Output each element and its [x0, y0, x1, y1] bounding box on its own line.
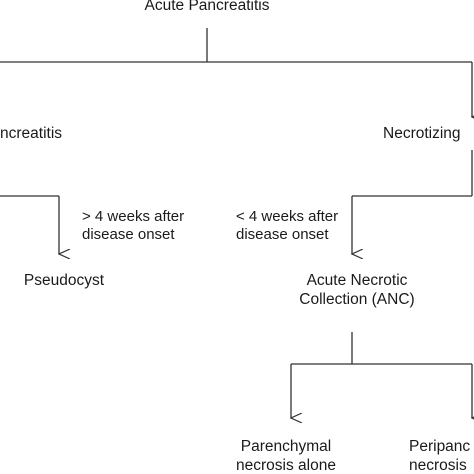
node-interstitial-pancreatitis: ncreatitis — [0, 124, 62, 143]
node-anc-line1: Acute Necrotic — [306, 272, 408, 289]
node-interstitial-label: ncreatitis — [0, 125, 63, 142]
edge-label-after-4-weeks: > 4 weeks after disease onset — [82, 208, 184, 244]
node-peripancreatic-line2: necrosis — [409, 457, 467, 474]
node-pseudocyst: Pseudocyst — [4, 271, 124, 290]
edge-label-after-line2: disease onset — [82, 226, 175, 243]
node-peripancreatic-necrosis: Peripanc necrosis — [409, 437, 470, 474]
node-parenchymal-line1: Parenchymal — [240, 438, 332, 455]
edge-label-before-line2: disease onset — [236, 226, 329, 243]
node-pseudocyst-label: Pseudocyst — [23, 272, 105, 289]
node-peripancreatic-line1: Peripanc — [409, 438, 471, 455]
node-acute-pancreatitis: Acute Pancreatitis — [107, 0, 307, 15]
node-acute-pancreatitis-label: Acute Pancreatitis — [144, 0, 270, 14]
edge-label-before-4-weeks: < 4 weeks after disease onset — [236, 208, 338, 244]
edge-label-after-line1: > 4 weeks after — [82, 208, 185, 225]
edge-label-before-line1: < 4 weeks after — [236, 208, 339, 225]
node-parenchymal-necrosis: Parenchymal necrosis alone — [224, 437, 348, 474]
node-anc-line2: Collection (ANC) — [299, 291, 415, 308]
node-necrotizing-pancreatitis: Necrotizing — [383, 124, 461, 143]
node-acute-necrotic-collection: Acute Necrotic Collection (ANC) — [287, 271, 427, 309]
node-necrotizing-label: Necrotizing — [383, 125, 461, 142]
node-parenchymal-line2: necrosis alone — [236, 457, 336, 474]
